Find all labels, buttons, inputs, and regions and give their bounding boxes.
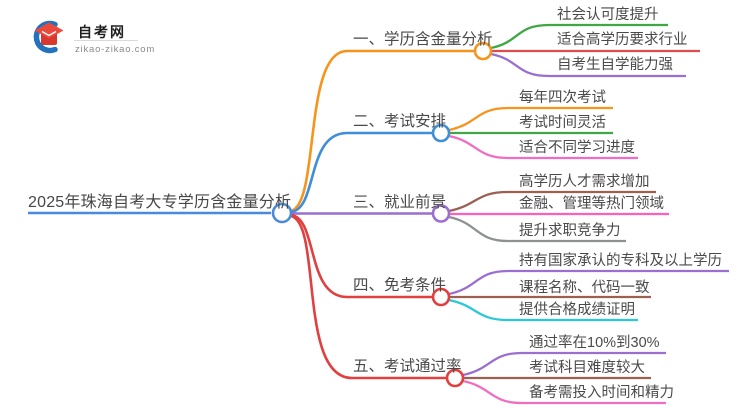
center-node-circle [271,202,293,224]
branch-5-node-circle [445,368,465,388]
branch-2-child-2-label: 考试时间灵活 [519,115,606,131]
branch-5-child-3-line [462,379,666,405]
logo-domain: zikao-zikao.com [75,44,156,55]
branch-2-curve [290,131,433,214]
branch-1-child-2-label: 适合高学历要求行业 [557,32,688,48]
branch-3-child-3-label: 提升求职竞争力 [519,223,621,239]
branch-5-child-3-label: 备考需投入时间和精力 [529,385,674,401]
center-topic-label: 2025年珠海自考大专学历含金量分析 [28,194,292,211]
logo-divider [74,40,138,41]
branch-3-child-1-line [448,190,656,213]
branch-1-curve [290,49,474,213]
logo-cap-chevron [41,30,57,37]
branch-5-child-1-line [462,351,666,377]
branch-1-child-3-line [490,52,686,78]
branch-2-child-1-label: 每年四次考试 [519,90,606,106]
branch-5-child-1-label: 通过率在10%到30% [529,335,660,351]
branch-1-label: 一、学历含金量分析 [353,31,493,48]
branch-5-label: 五、考试通过率 [353,358,462,375]
branch-3-label: 三、就业前景 [353,194,447,211]
branch-2-label: 二、考试安排 [353,113,447,130]
branch-1-node-circle [473,41,493,61]
branch-2-child-3-line [448,134,638,160]
branch-4-child-3-line [448,298,638,322]
branch-2-child-3-label: 适合不同学习进度 [519,140,635,156]
zikao-logo-icon [33,20,64,54]
branch-3-child-2-label: 金融、管理等热门领域 [519,196,664,212]
branch-2-node-circle [431,123,451,143]
logo-title: 自考网 [78,24,126,40]
branch-4-child-2-label: 课程名称、代码一致 [519,280,650,296]
branch-4-label: 四、免考条件 [353,277,447,294]
branch-5-curve [290,214,446,380]
branch-4-child-1-line [448,269,729,296]
branch-3-child-1-label: 高学历人才需求增加 [519,174,650,190]
branch-1-child-1-line [490,23,668,50]
branch-4-child-3-label: 提供合格成绩证明 [519,302,635,318]
branch-3-child-3-line [448,215,626,243]
branch-4-child-1-label: 持有国家承认的专科及以上学历 [519,253,722,269]
branch-3-node-circle [431,204,451,223]
logo-cap-board [34,22,64,39]
branch-5-child-2-label: 考试科目难度较大 [529,360,645,376]
branch-2-child-1-line [448,106,613,132]
branch-1-child-1-label: 社会认可度提升 [557,7,659,23]
branch-4-curve [290,213,433,299]
branch-4-node-circle [431,287,451,307]
branch-1-child-3-label: 自考生自学能力强 [557,57,673,73]
